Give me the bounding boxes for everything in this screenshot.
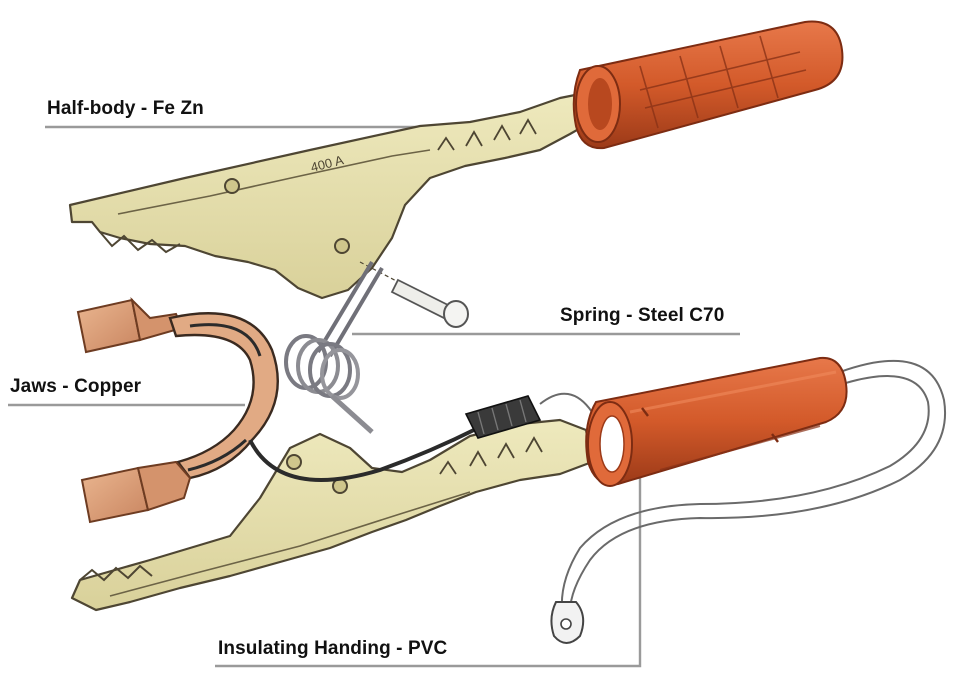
spring-arm-upper [316,260,374,354]
lower-half-body [70,418,594,612]
upper-jaw-teeth [99,231,181,254]
upper-handle-shape [572,20,844,150]
upper-rivet-hole-1 [224,178,240,194]
callout-spring: Spring - Steel C70 [560,305,725,326]
callout-half-body: Half-body - Fe Zn [47,98,204,119]
leader-lines [8,125,740,668]
lower-handle [585,356,848,487]
lower-pivot-hole-1 [286,454,302,470]
jaw-braid [168,312,279,480]
pin-shaft [390,278,452,320]
callout-jaws: Jaws - Copper [10,376,142,397]
braid-to-crimp [248,426,479,482]
lower-handle-collar-inner [599,415,625,473]
upper-half-body: 400 A [68,90,600,300]
callout-insulating: Insulating Handing - PVC [218,638,448,659]
leader-insulating [215,478,642,668]
lower-neck-notches [439,436,543,475]
lower-jaw-teeth [79,564,153,582]
upper-handle-collar-inner [588,78,612,130]
lower-body-ridge [109,491,471,597]
spring-arm-lower [330,394,374,434]
lower-body-shape [70,418,594,612]
cable-assembly [248,359,946,644]
copper-jaws [76,296,279,524]
pin-head [443,300,469,328]
upper-body-shape [68,90,600,300]
upper-handle [572,20,844,150]
lower-handle-shape [585,356,848,486]
upper-handle-grip-lines [639,35,807,129]
pivot-pin [359,261,469,328]
torsion-spring [284,260,384,434]
spring-arm-upper-2 [328,266,384,358]
upper-body-ridge [117,149,431,215]
jaw-upper-tab [76,298,142,354]
jaw-lower-tab [80,466,150,524]
upper-pivot-hole [334,238,350,254]
upper-neck-notches [437,118,537,151]
